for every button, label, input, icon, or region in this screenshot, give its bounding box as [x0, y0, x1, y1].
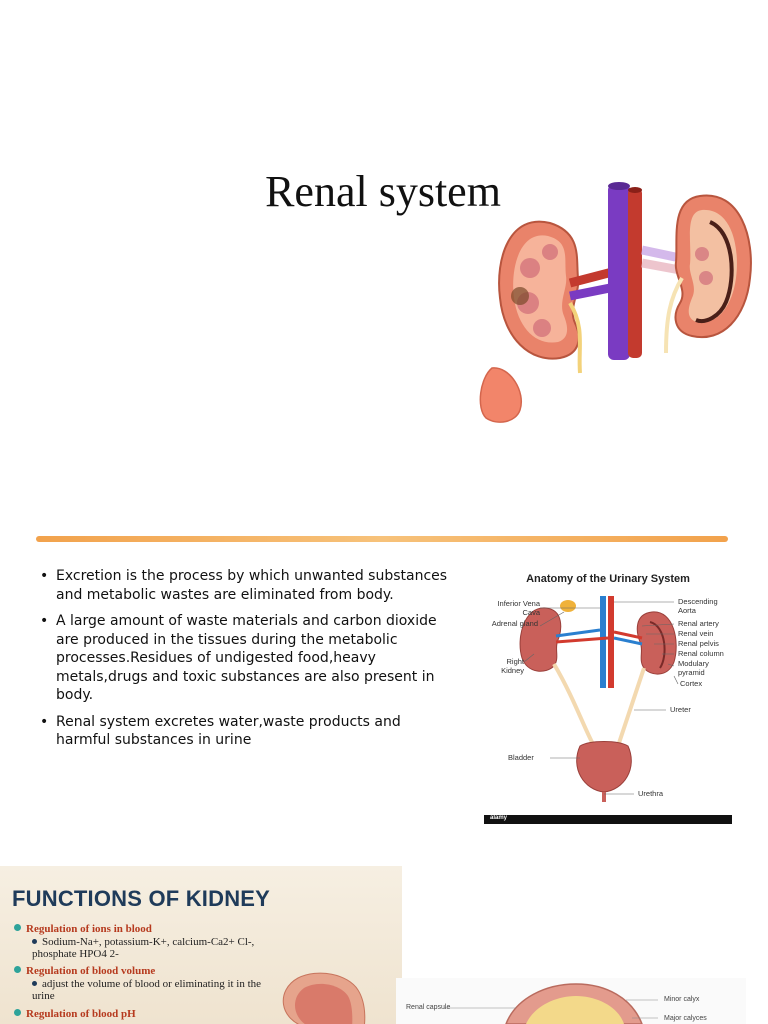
bullet-list: Excretion is the process by which unwant…	[38, 567, 458, 758]
label-renal-column: Renal column	[678, 649, 724, 658]
label-renal-capsule: Renal capsule	[406, 1004, 451, 1011]
function-blood-ph: Regulation of blood pH	[14, 1008, 284, 1021]
slide-title: Renal system	[265, 167, 501, 216]
label-urethra: Urethra	[638, 789, 664, 798]
dark-bullet-icon	[32, 938, 37, 944]
kidney-section-figure: Renal capsule Minor calyx Major calyces	[396, 978, 746, 1024]
label-ureter: Ureter	[670, 705, 691, 714]
urinary-anatomy-figure: Anatomy of the Urinary System	[484, 568, 732, 824]
bullet-waste-materials: A large amount of waste materials and ca…	[38, 612, 458, 705]
kidney-illustration	[479, 182, 752, 423]
teal-bullet-icon	[14, 1009, 21, 1016]
function-blood-volume: Regulation of blood volume adjust the vo…	[14, 965, 284, 1003]
label-renal-pelvis: Renal pelvis	[678, 639, 719, 648]
kidney-section-diagram	[444, 983, 658, 1024]
label-modulary-pyramid: Modulary pyramid	[678, 659, 709, 677]
label-inferior-vena-cava: Inferior Vena Cava	[497, 599, 540, 617]
left-kidney-shape	[498, 220, 580, 360]
function-ions: Regulation of ions in blood Sodium-Na+, …	[14, 923, 284, 961]
label-renal-artery: Renal artery	[678, 619, 719, 628]
watermark-text: alamy	[490, 815, 508, 821]
label-renal-vein: Renal vein	[678, 629, 714, 638]
urinary-system-diagram	[519, 596, 679, 802]
label-descending-aorta: Descending Aorta	[678, 597, 718, 615]
dark-bullet-icon	[32, 980, 37, 986]
aorta-shape	[628, 188, 642, 358]
label-cortex: Cortex	[680, 679, 703, 688]
functions-heading: FUNCTIONS OF KIDNEY	[12, 886, 271, 911]
image-watermark-bar: alamy	[484, 815, 732, 824]
teal-bullet-icon	[14, 966, 21, 973]
functions-of-kidney-slide: FUNCTIONS OF KIDNEY Regulation of ions i…	[0, 866, 402, 1024]
kidney-cross-section-image	[282, 972, 366, 1024]
section-divider	[36, 536, 728, 542]
label-right-kidney: Right Kidney	[501, 657, 524, 675]
bladder-shape	[479, 367, 522, 423]
label-adrenal-gland: Adrenal gland	[491, 619, 538, 628]
bullet-excretion: Excretion is the process by which unwant…	[38, 567, 458, 604]
label-minor-calyx: Minor calyx	[664, 996, 700, 1003]
label-major-calyces: Major calyces	[664, 1015, 707, 1022]
function-blood-volume-title: Regulation of blood volume	[26, 965, 156, 977]
vena-cava-shape	[608, 184, 630, 360]
function-ions-title: Regulation of ions in blood	[26, 923, 152, 935]
right-kidney-shape	[674, 194, 752, 339]
function-blood-ph-title: Regulation of blood pH	[26, 1008, 136, 1020]
bullet-renal-function: Renal system excretes water,waste produc…	[38, 713, 458, 750]
teal-bullet-icon	[14, 924, 21, 931]
label-bladder: Bladder	[508, 753, 534, 762]
function-blood-volume-detail: adjust the volume of blood or eliminatin…	[32, 977, 262, 1003]
function-ions-detail: Sodium-Na+, potassium-K+, calcium-Ca2+ C…	[32, 935, 255, 961]
anatomy-title: Anatomy of the Urinary System	[526, 573, 690, 585]
